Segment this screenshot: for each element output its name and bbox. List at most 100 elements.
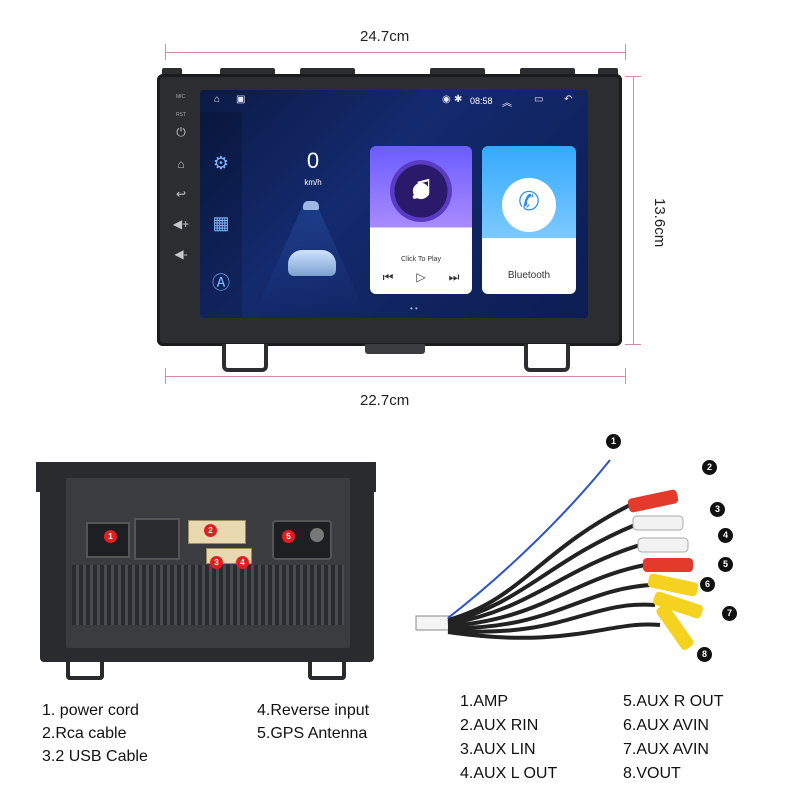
legend-item: 3.AUX LIN <box>460 741 536 758</box>
cable-marker-6: 6 <box>700 577 715 592</box>
bottom-width-label: 22.7cm <box>360 392 410 409</box>
cable-marker-8: 8 <box>697 647 712 662</box>
expand-icon[interactable]: ︽ <box>502 98 512 109</box>
wire <box>447 503 631 622</box>
settings-gear-icon[interactable]: ⚙ <box>212 153 230 173</box>
antenna-block <box>272 520 332 560</box>
speed-value: 0 <box>306 148 320 173</box>
page-indicator: • • <box>410 304 418 313</box>
heatsink-fins <box>72 565 344 625</box>
dim-line-height <box>633 76 634 344</box>
red-plug <box>627 489 679 513</box>
legend-item: 1. power cord <box>42 702 139 719</box>
music-controls: ⏮ ▷ ⏭ <box>370 270 472 288</box>
clock: 08:58 <box>470 96 493 106</box>
legend-item: 2.Rca cable <box>42 725 127 742</box>
back-badge-5: 5 <box>282 530 295 543</box>
previous-track-icon[interactable]: ⏮ <box>382 270 394 284</box>
volume-up-icon[interactable]: ◀+ <box>172 217 190 231</box>
music-disc <box>390 160 452 222</box>
speed-unit: km/h <box>304 178 322 187</box>
back-badge-2: 2 <box>204 524 217 537</box>
music-widget[interactable]: ♫ Click To Play ⏮ ▷ ⏭ <box>370 146 472 294</box>
phone-bluetooth-icon: ✆ <box>518 186 540 216</box>
legend-item: 5.GPS Antenna <box>257 725 368 742</box>
wire <box>447 543 641 626</box>
rca-cable-drawing <box>415 459 703 650</box>
legend-item: 3.2 USB Cable <box>42 748 148 765</box>
back-bracket-right <box>308 660 346 680</box>
back-bracket-left <box>66 660 104 680</box>
legend-item: 8.VOUT <box>623 765 681 782</box>
bluetooth-widget[interactable]: ✆ Bluetooth <box>482 146 576 294</box>
back-badge-1: 1 <box>104 530 117 543</box>
blue-amp-wire <box>447 459 611 619</box>
back-icon[interactable]: ↩ <box>175 187 187 201</box>
dim-tick <box>625 44 626 60</box>
cable-marker-3: 3 <box>710 502 725 517</box>
apps-grid-icon[interactable]: ▦ <box>212 213 230 233</box>
cable-marker-7: 7 <box>722 606 737 621</box>
play-icon[interactable]: ▷ <box>416 270 426 284</box>
height-label: 13.6cm <box>651 198 668 248</box>
wire <box>447 523 636 624</box>
dim-tick <box>625 368 626 384</box>
bluetooth-label: Bluetooth <box>507 270 551 281</box>
power-icon[interactable]: ⏻ <box>176 125 186 139</box>
mount-bracket-left <box>222 344 268 372</box>
yellow-plug <box>656 604 694 650</box>
cable-marker-1: 1 <box>606 434 621 449</box>
lead-car-graphic <box>303 201 319 210</box>
navigation-icon[interactable]: Ⓐ <box>212 273 230 293</box>
frame-tab <box>162 68 182 76</box>
cable-marker-5: 5 <box>718 557 733 572</box>
next-track-icon[interactable]: ⏭ <box>448 270 460 284</box>
legend-item: 2.AUX RIN <box>460 717 539 734</box>
app-rail: ⚙ ▦ Ⓐ <box>200 112 242 318</box>
frame-tab <box>430 68 485 76</box>
volume-down-icon[interactable]: ◀- <box>174 247 188 261</box>
bluetooth-circle <box>502 178 556 232</box>
yellow-plug <box>647 573 699 597</box>
gps-socket <box>310 528 324 542</box>
white-plug <box>637 537 689 553</box>
notification-icon: ▣ <box>236 94 246 105</box>
bluetooth-status-icon: ✱ <box>454 94 463 105</box>
frame-tab <box>300 68 355 76</box>
return-icon[interactable]: ↶ <box>564 94 573 105</box>
frame-tab <box>220 68 275 76</box>
cable-marker-4: 4 <box>718 528 733 543</box>
rca-harness-socket <box>188 520 246 544</box>
frame-tab <box>520 68 575 76</box>
mic-label: MIC <box>176 94 186 100</box>
harness-plug <box>415 615 451 631</box>
wire <box>447 563 646 628</box>
location-icon: ◉ <box>442 94 451 105</box>
red-plug <box>643 558 693 572</box>
frame-bottom-nub <box>365 344 425 354</box>
recent-apps-icon[interactable]: ▭ <box>534 94 544 105</box>
legend-item: 5.AUX R OUT <box>623 693 724 710</box>
home-outline-icon[interactable]: ⌂ <box>214 94 221 105</box>
back-badge-3: 3 <box>210 556 223 569</box>
back-badge-4: 4 <box>236 556 249 569</box>
home-icon[interactable]: ⌂ <box>177 157 185 171</box>
wire <box>447 602 656 634</box>
side-button-column: MIC RST ⏻ ⌂ ↩ ◀+ ◀- <box>170 92 192 277</box>
frame-tab <box>598 68 618 76</box>
legend-item: 4.AUX L OUT <box>460 765 558 782</box>
click-to-play-label: Click To Play <box>401 256 441 263</box>
dim-line-top <box>165 52 625 53</box>
connector-block <box>134 518 180 560</box>
car-graphic <box>288 250 336 276</box>
wire <box>447 622 661 640</box>
top-width-label: 24.7cm <box>360 28 410 45</box>
wire <box>447 583 651 631</box>
mount-bracket-right <box>524 344 570 372</box>
yellow-plug <box>653 591 703 619</box>
music-note-icon: ♫ <box>408 168 434 206</box>
legend-item: 1.AMP <box>460 693 509 710</box>
status-bar: ⌂ ▣ ◉ ✱ 08:58 ︽ ▭ ↶ <box>200 90 588 112</box>
legend-item: 6.AUX AVIN <box>623 717 709 734</box>
dim-line-bottom <box>165 376 625 377</box>
